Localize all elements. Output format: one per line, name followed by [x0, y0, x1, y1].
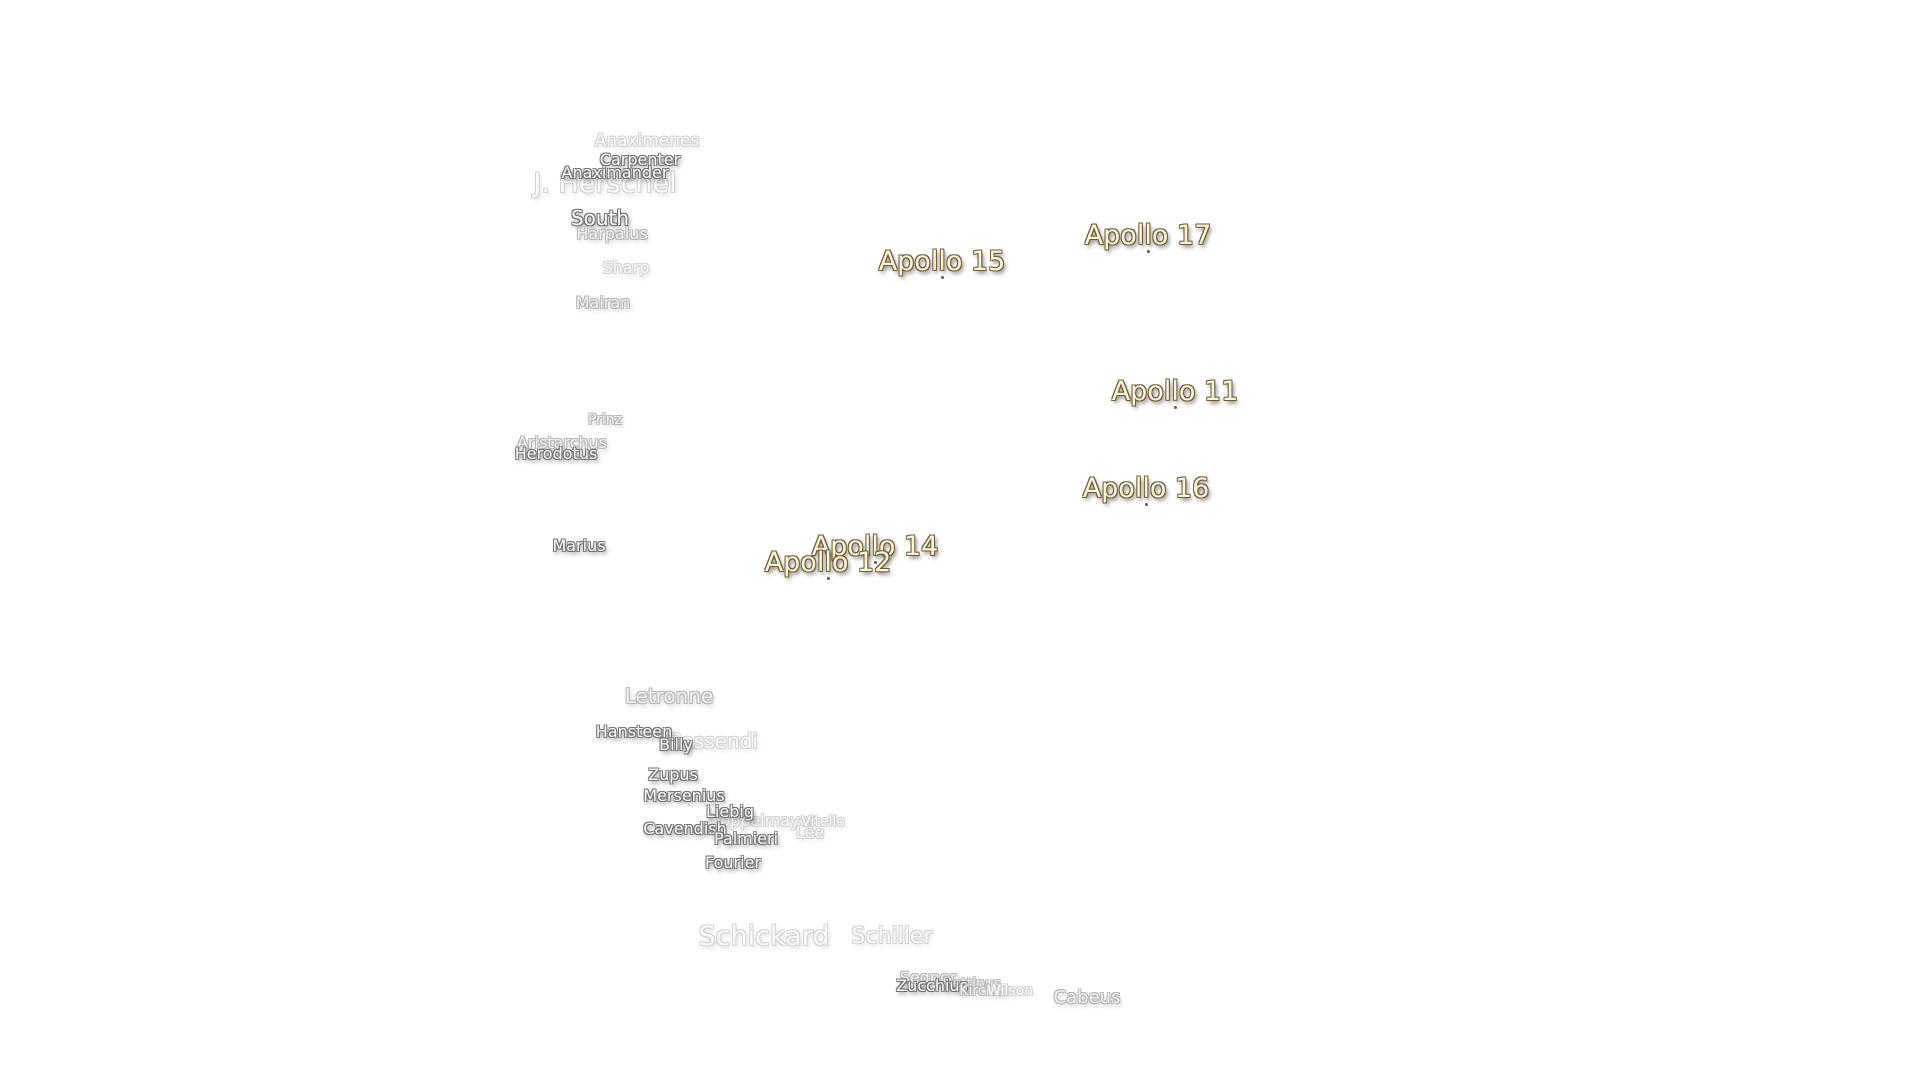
crater-label-schickard: Schickard — [698, 921, 830, 952]
crater-label-fourier: Fourier — [704, 853, 762, 872]
crater-label-schiller: Schiller — [851, 924, 933, 949]
apollo-16-site-marker[interactable] — [1145, 503, 1148, 506]
crater-label-mairan: Mairan — [575, 293, 631, 312]
crater-label-doppelmayer: Doppelmayer — [708, 811, 816, 830]
apollo-14-label[interactable]: Apollo 14 — [811, 531, 939, 562]
apollo-11-label[interactable]: Apollo 11 — [1111, 376, 1239, 407]
crater-label-carpenter: Carpenter — [599, 150, 681, 169]
crater-label-bettinus: Bettinus — [942, 976, 1002, 992]
crater-label-palmieri: Palmieri — [713, 829, 779, 848]
apollo-11-site-marker[interactable] — [1174, 406, 1177, 409]
crater-label-wilson: Wilson — [986, 983, 1034, 999]
apollo-15-label[interactable]: Apollo 15 — [878, 246, 1006, 277]
crater-label-zupus: Zupus — [648, 765, 698, 784]
apollo-15-site-marker[interactable] — [941, 276, 944, 279]
crater-label-cabeus: Cabeus — [1053, 987, 1121, 1008]
crater-label-prinz: Prinz — [587, 412, 623, 428]
crater-label-south: South — [570, 206, 630, 230]
crater-label-sharp: Sharp — [602, 258, 650, 277]
crater-label-gassendi: Gassendi — [666, 729, 758, 753]
crater-label-anaximander: Anaximander — [561, 163, 669, 182]
crater-label-liebig: Liebig — [706, 802, 754, 821]
apollo-16-label[interactable]: Apollo 16 — [1082, 473, 1210, 504]
apollo-12-label[interactable]: Apollo 12 — [764, 547, 892, 578]
apollo-12-site-marker[interactable] — [827, 577, 830, 580]
crater-label-marius: Marius — [552, 536, 606, 555]
crater-label-aristarchus: Aristarchus — [516, 433, 608, 452]
crater-label-billy: Billy — [659, 735, 693, 754]
apollo-17-site-marker[interactable] — [1147, 250, 1150, 253]
apollo-17-label[interactable]: Apollo 17 — [1084, 220, 1212, 251]
crater-label-zucchius: Zucchius — [896, 976, 968, 995]
crater-label-cavendish: Cavendish — [643, 819, 727, 838]
crater-label-vitello: Vitello — [801, 814, 845, 830]
crater-label-harpalus: Harpalus — [576, 224, 648, 243]
crater-label-hansteen: Hansteen — [595, 722, 673, 741]
crater-label-letronne: Letronne — [624, 684, 714, 708]
apollo-14-site-marker[interactable] — [874, 561, 877, 564]
crater-label-kircher: Kircher — [959, 983, 1009, 999]
crater-label-anaximenes: Anaximenes — [594, 131, 700, 151]
crater-label-herodotus: Herodotus — [514, 444, 598, 463]
crater-label-j-herschel: J. Herschel — [533, 168, 677, 199]
crater-label-lee: Lee — [795, 823, 825, 842]
crater-label-segner: Segner — [899, 968, 957, 987]
crater-label-mersenius: Mersenius — [643, 786, 725, 805]
